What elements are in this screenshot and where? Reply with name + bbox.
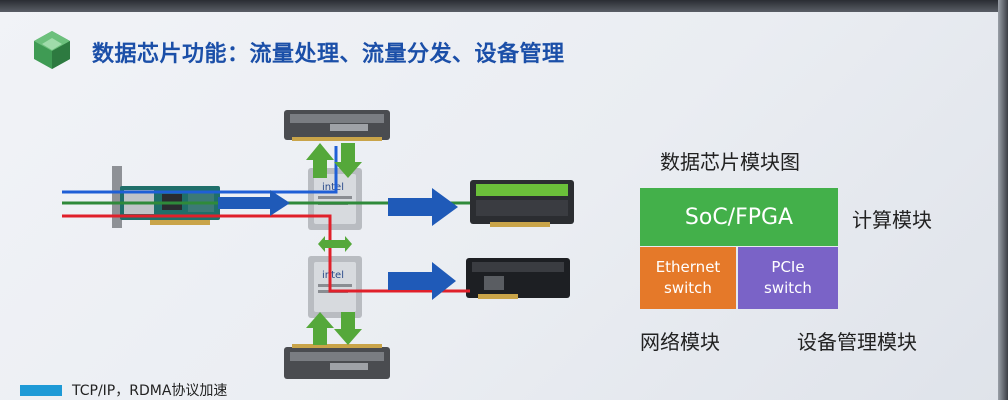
module-diagram-title: 数据芯片模块图 [660,150,800,174]
management-module-label: 设备管理模块 [797,330,917,354]
slide-title: 数据芯片功能：流量处理、流量分发、设备管理 [92,42,565,67]
blue-arrow-icon [388,188,458,226]
pcie-label-line1: PCIe [771,258,805,276]
blue-arrow-icon [388,262,456,300]
pcie-label-line2: switch [764,279,812,297]
soc-fpga-block: SoC/FPGA [640,188,838,246]
nic-card-icon [112,166,220,228]
ethernet-label-line1: Ethernet [655,258,721,276]
monitor-bezel-right [998,0,1008,400]
green-arrow-icon [318,236,352,252]
cpu-brand-label: intel [322,182,344,193]
memory-module-icon [284,110,390,141]
ethernet-label-line2: switch [664,279,712,297]
ethernet-switch-block: Ethernet switch [640,247,736,309]
monitor-bezel-top [0,0,1008,12]
compute-module-label: 计算模块 [852,208,932,232]
cpu-chip-icon: intel [308,256,362,318]
cube-logo-icon [34,31,70,69]
gpu-card-icon [470,180,574,227]
cpu-brand-label: intel [322,270,344,281]
legend-text: TCP/IP，RDMA协议加速 [72,383,228,399]
ssd-card-icon [466,258,570,299]
blue-arrow-icon [218,190,290,216]
green-arrow-icon [306,143,362,178]
memory-module-icon [284,344,390,379]
legend-swatch [20,385,62,396]
soc-fpga-label: SoC/FPGA [684,204,794,230]
pcie-switch-block: PCIe switch [738,247,838,309]
green-arrow-icon [306,312,362,345]
network-module-label: 网络模块 [640,330,720,354]
